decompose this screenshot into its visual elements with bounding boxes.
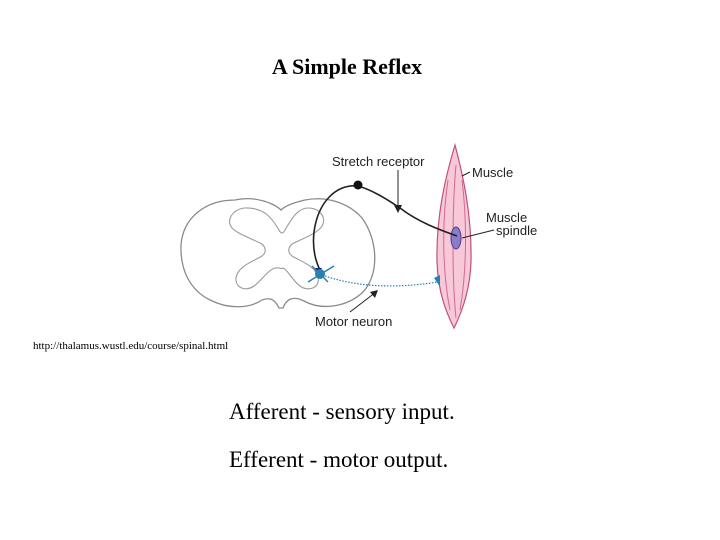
sensory-cell-body	[353, 180, 363, 190]
motor-neuron-pointer	[349, 291, 377, 313]
neuromuscular-junction-icon	[434, 275, 440, 287]
note-afferent: Afferent - sensory input.	[229, 399, 455, 424]
note-efferent: Efferent - motor output.	[229, 447, 449, 472]
grey-matter-outline	[229, 207, 325, 290]
stretch-receptor-arrow-icon	[394, 205, 402, 213]
label-stretch-receptor: Stretch receptor	[332, 154, 425, 169]
muscle-pointer	[461, 171, 471, 177]
motor-neuron-arrow-icon	[370, 290, 378, 298]
source-url: http://thalamus.wustl.edu/course/spinal.…	[33, 340, 229, 352]
spinal-cord-outline	[180, 197, 376, 309]
muscle-spindle	[450, 226, 462, 250]
label-muscle: Muscle	[472, 165, 513, 180]
muscle-fiber-3	[459, 179, 467, 311]
label-motor-neuron: Motor neuron	[315, 314, 392, 329]
notes-list: Afferent - sensory input. Efferent - mot…	[229, 400, 455, 496]
motor-neuron-dendrites	[307, 265, 335, 283]
motor-neuron-axon	[324, 275, 439, 287]
muscle-fiber-1	[443, 179, 451, 311]
page-title: A Simple Reflex	[271, 54, 423, 79]
label-muscle-spindle-line2: spindle	[496, 223, 537, 238]
spindle-pointer	[461, 229, 495, 239]
label-muscle-spindle-line1: Muscle	[486, 210, 527, 225]
sensory-neuron-fiber	[312, 185, 458, 271]
